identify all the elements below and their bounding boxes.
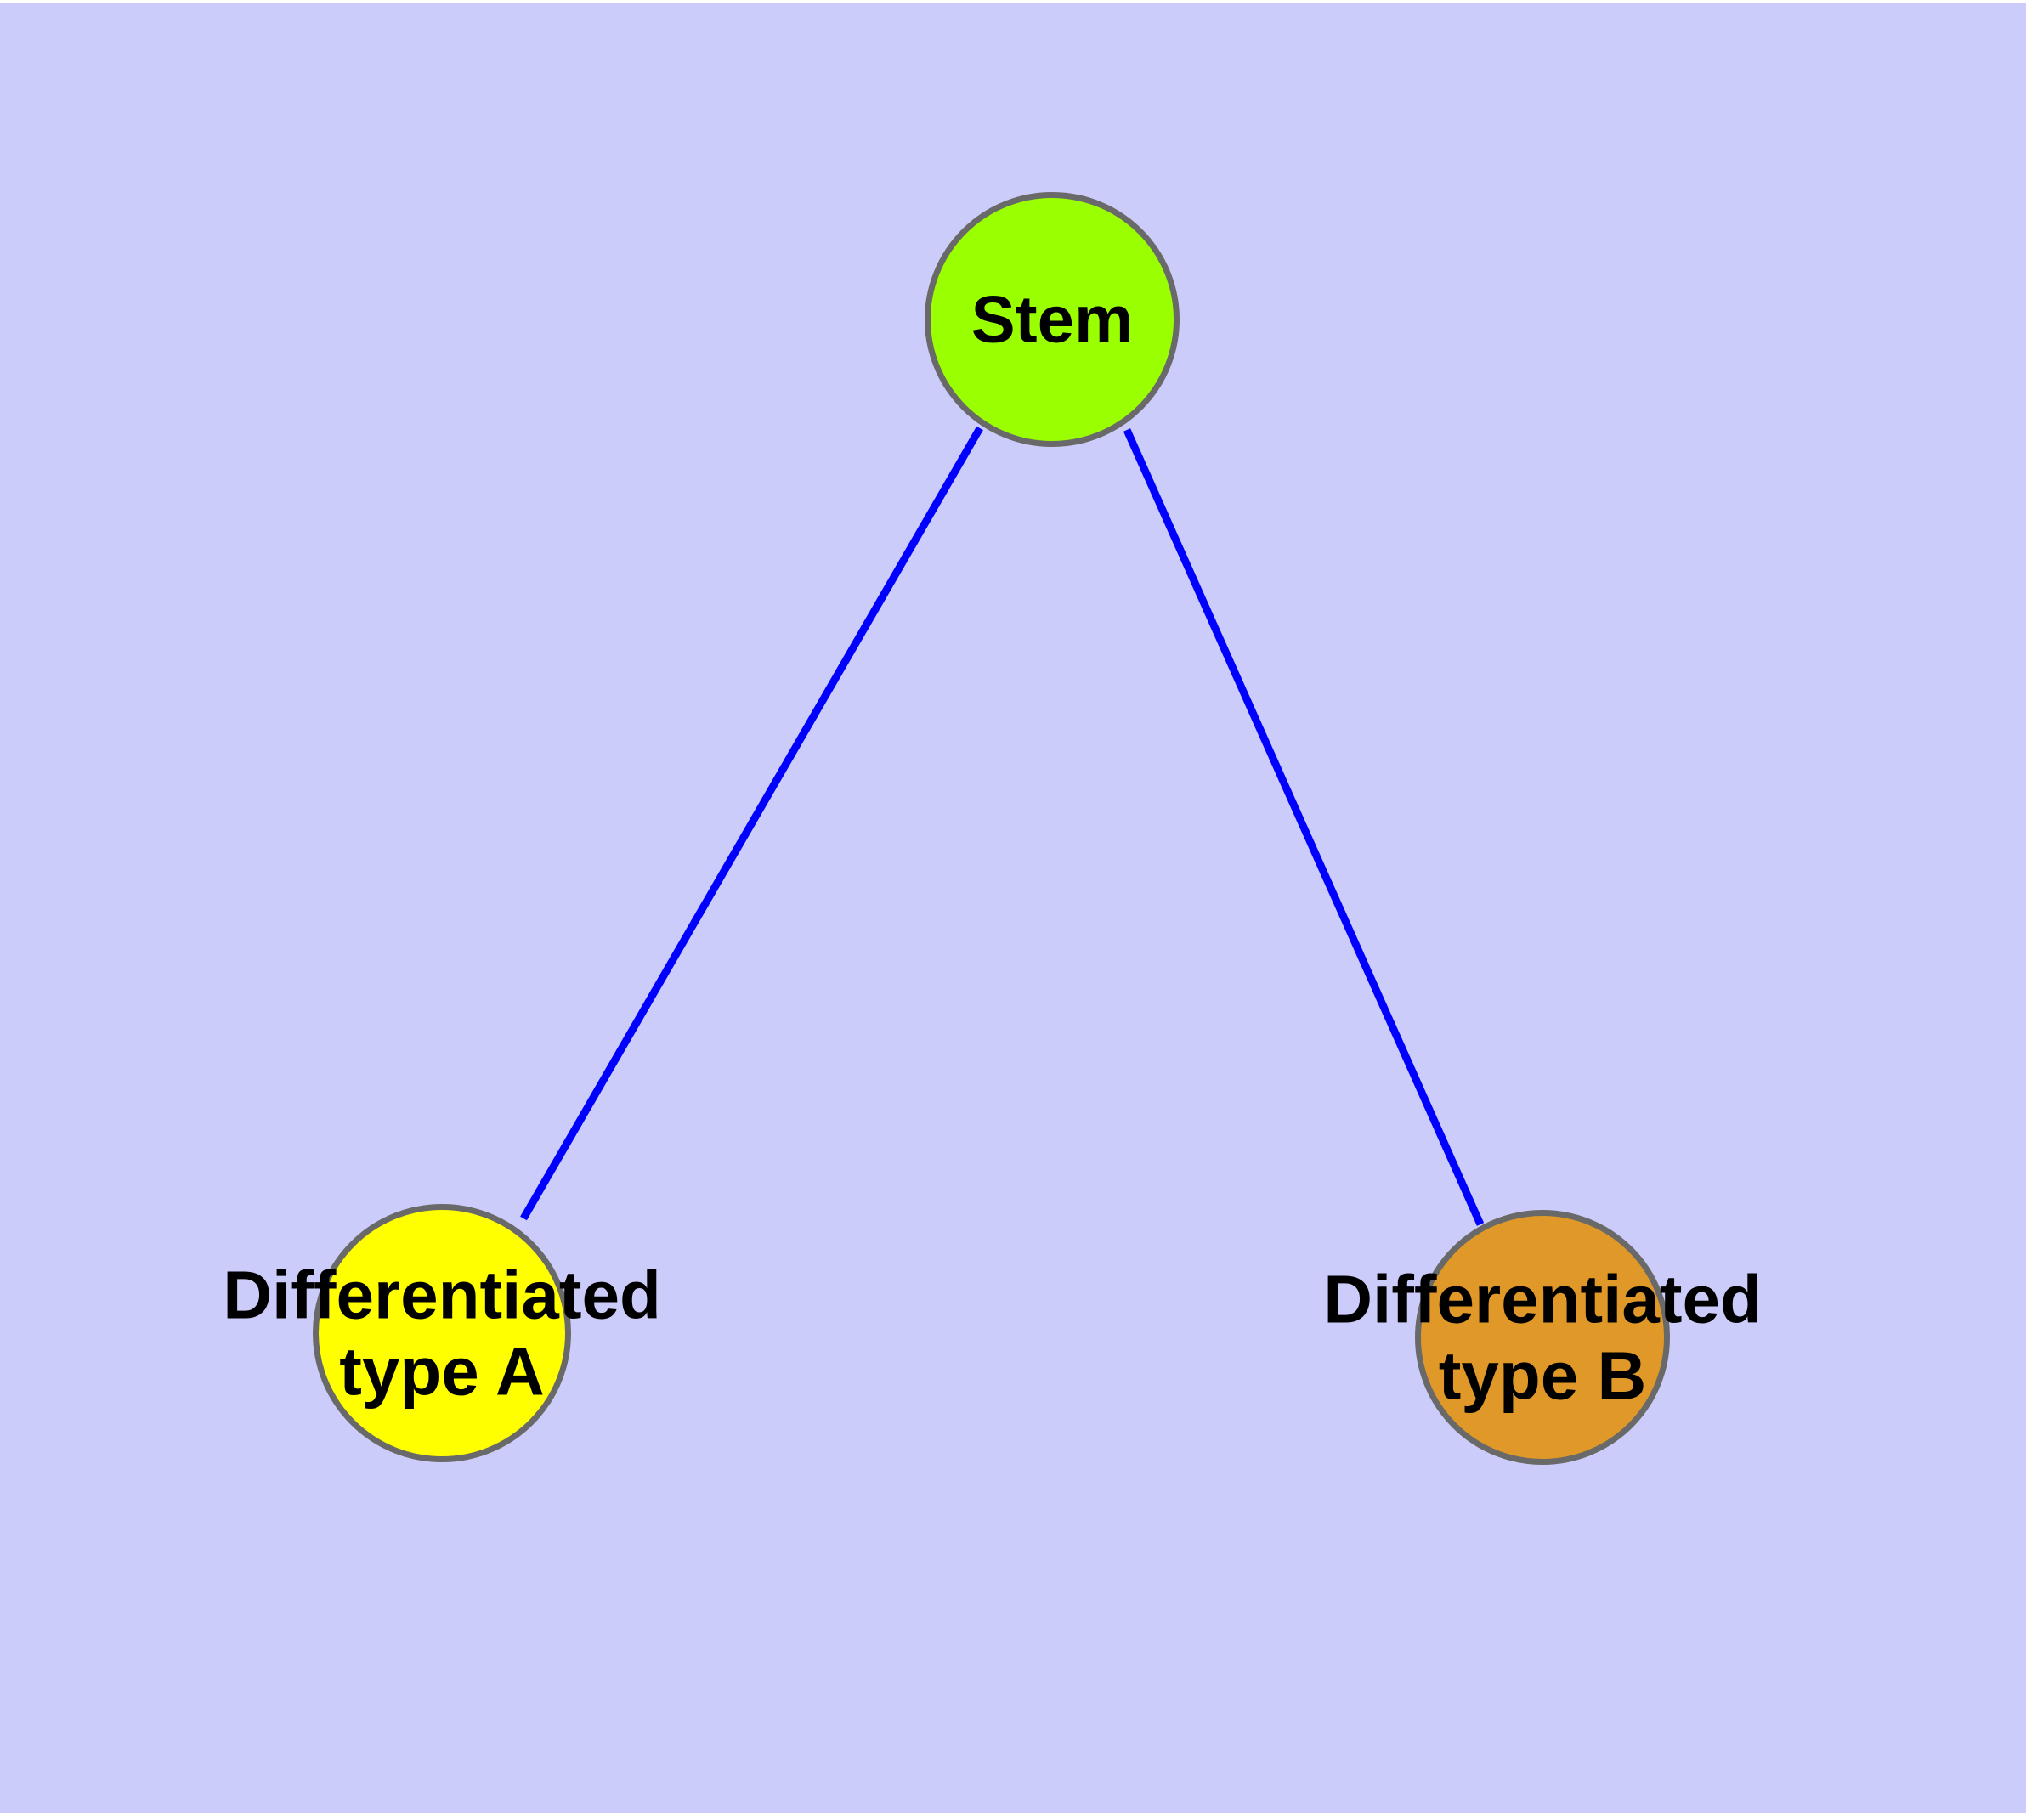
edge-stem-to-diff-b[interactable] — [1123, 428, 1485, 1226]
label-line-2: type A — [339, 1333, 545, 1409]
edge-stem-to-diff-a[interactable] — [520, 426, 983, 1221]
label-line-2: type B — [1438, 1337, 1647, 1413]
node-stem[interactable]: Stem — [925, 192, 1180, 447]
edge-layer — [520, 426, 1485, 1226]
node-stem-label: Stem — [971, 281, 1134, 357]
